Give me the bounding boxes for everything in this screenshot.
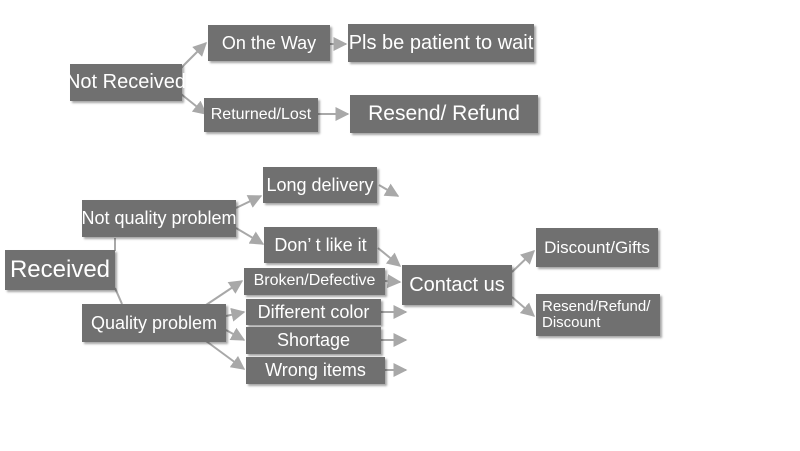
node-received: Received (5, 250, 115, 290)
node-not-received: Not Received (66, 64, 186, 101)
connector-not-quality-to-long-delivery (235, 195, 263, 209)
connector-not-received-to-on-the-way (180, 42, 207, 69)
connector-received-to-quality (114, 287, 123, 305)
connector-contact-to-discount (511, 250, 536, 273)
node-quality-problem: Quality problem (82, 304, 226, 342)
connector-quality-to-broken (205, 280, 244, 306)
connector-quality-to-shortage (225, 327, 246, 341)
node-long-delivery: Long delivery (263, 167, 377, 203)
node-returned-lost: Returned/Lost (204, 98, 318, 132)
node-wrong-items: Wrong items (246, 357, 385, 384)
node-contact-us: Contact us (402, 265, 512, 305)
connector-quality-to-wrong-items (205, 340, 246, 370)
connector-not-quality-to-dont-like (235, 227, 265, 245)
node-not-quality-problem: Not quality problem (81, 200, 237, 237)
node-on-the-way: On the Way (208, 25, 330, 61)
node-discount-gifts: Discount/Gifts (536, 228, 658, 267)
node-dont-like-it: Don’ t like it (264, 227, 377, 263)
node-different-color: Different color (246, 299, 381, 325)
node-resend-refund: Resend/ Refund (350, 95, 538, 133)
node-pls-be-patient-to-wait: Pls be patient to wait (348, 24, 534, 62)
connector-long-delivery-out (378, 183, 400, 197)
connector-dont-like-to-contact (377, 247, 402, 267)
connector-quality-to-different-color (225, 307, 246, 322)
connector-not-received-to-returned (180, 93, 208, 115)
connector-contact-to-resend-refund-discount (511, 296, 536, 317)
node-broken-defective: Broken/Defective (244, 268, 385, 295)
connector-broken-to-contact (384, 274, 402, 289)
node-shortage: Shortage (246, 327, 381, 354)
node-resend-refund-discount: Resend/Refund/ Discount (536, 294, 660, 336)
